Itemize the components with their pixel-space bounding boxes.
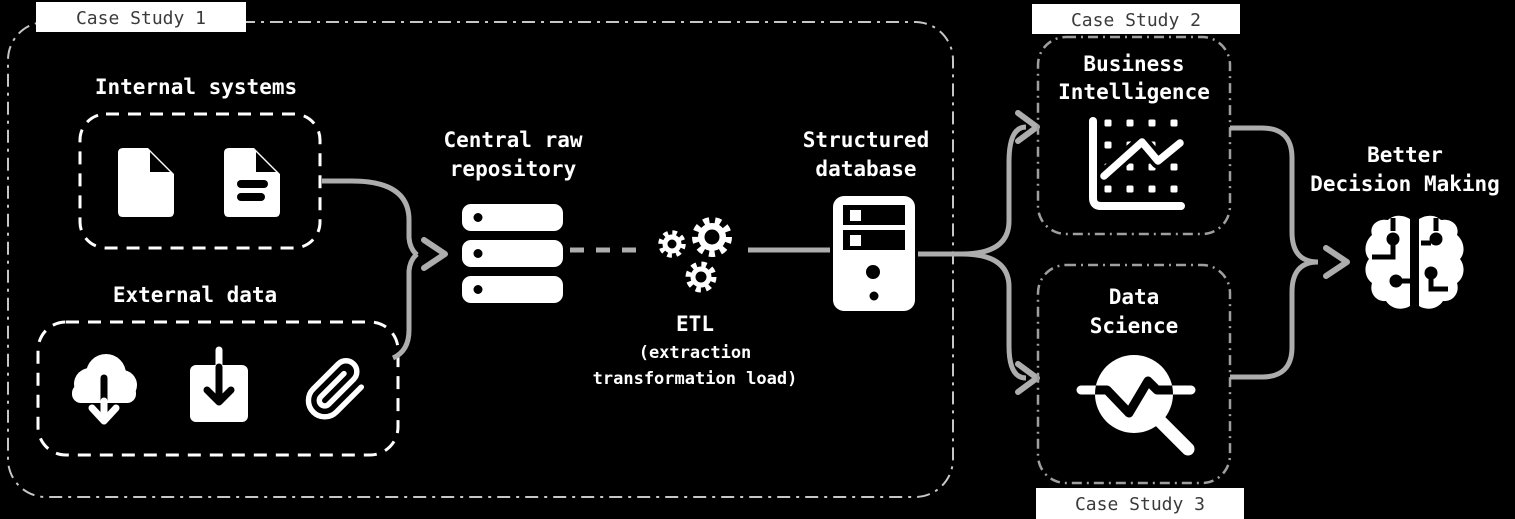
etl-title: ETL	[676, 312, 714, 336]
arrow-outputs-to-outcome	[1230, 125, 1350, 380]
structured-database-title-1: Structured	[803, 128, 929, 152]
brain-circuit-icon	[1365, 215, 1464, 309]
internal-systems-box	[78, 112, 322, 250]
internal-systems-title: Internal systems	[95, 75, 297, 99]
arrowhead-right-icon	[1323, 245, 1350, 279]
data-science-title-2: Science	[1090, 314, 1179, 338]
outcome-title-1: Better	[1367, 143, 1443, 167]
structured-database-title-2: database	[815, 157, 916, 181]
paperclip-icon	[305, 358, 365, 420]
case-study-1-container	[7, 21, 954, 498]
server-stack-icon	[462, 204, 563, 303]
gears-icon	[656, 217, 732, 295]
download-box-icon	[190, 346, 248, 422]
case-study-1-label-bg	[36, 2, 246, 32]
data-science-title-1: Data	[1109, 285, 1160, 309]
magnifier-pulse-icon	[1076, 355, 1196, 456]
central-repository-title-1: Central raw	[443, 128, 582, 152]
line-chart-grid-icon	[1089, 117, 1188, 210]
data-science-box	[1036, 263, 1232, 485]
business-intelligence-title-1: Business	[1083, 52, 1184, 76]
case-study-3-label-bg	[1036, 488, 1244, 519]
case-study-2-label-bg	[1032, 4, 1240, 34]
arrowhead-right-icon	[421, 237, 448, 271]
case-study-3-label: Case Study 3	[1075, 494, 1205, 515]
server-tower-icon	[833, 196, 915, 311]
document-blank-icon	[118, 148, 174, 217]
business-intelligence-title-2: Intelligence	[1058, 80, 1210, 104]
external-data-box	[36, 320, 400, 457]
arrow-sources-to-repository	[322, 178, 448, 361]
business-intelligence-box	[1036, 35, 1232, 236]
etl-subtitle-1: (extraction	[639, 343, 752, 363]
document-text-icon	[224, 148, 280, 217]
central-repository-title-2: repository	[450, 157, 577, 181]
arrow-database-to-outputs	[918, 110, 1040, 395]
case-study-1-label: Case Study 1	[76, 8, 206, 29]
case-study-2-label: Case Study 2	[1071, 10, 1201, 31]
external-data-title: External data	[113, 283, 277, 307]
outcome-title-2: Decision Making	[1310, 172, 1500, 196]
cloud-download-icon	[72, 354, 137, 425]
etl-subtitle-2: transformation load)	[593, 369, 798, 389]
